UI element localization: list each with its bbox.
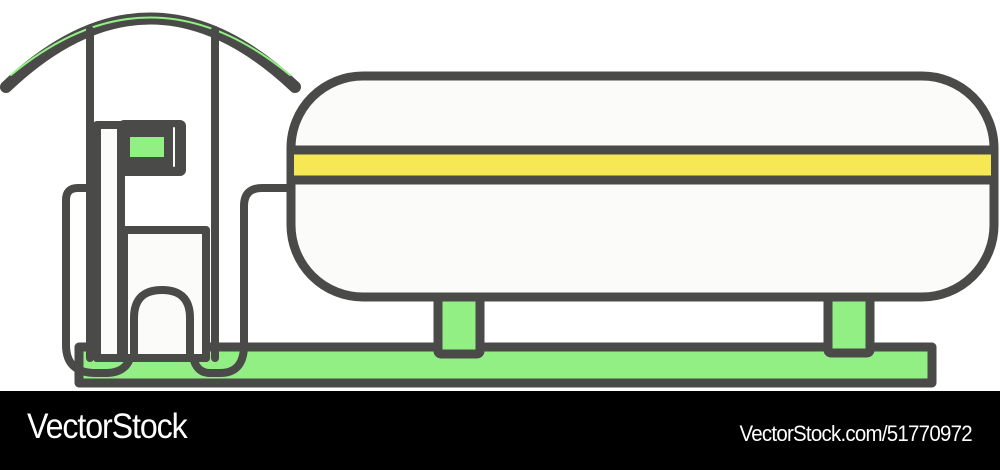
brand-logo-text: VectorStock bbox=[27, 407, 188, 446]
canopy-arc bbox=[0, 12, 301, 93]
watermark-footer: VectorStock VectorStock.com/51770972 bbox=[0, 391, 1000, 470]
stock-id-text: VectorStock.com/51770972 bbox=[739, 421, 973, 446]
fuel-pump-column bbox=[93, 121, 125, 362]
tank-support-right bbox=[823, 291, 875, 358]
hose-right bbox=[188, 184, 296, 377]
tank-support-left bbox=[433, 291, 485, 359]
pump-display bbox=[130, 137, 164, 157]
hose-left bbox=[62, 184, 136, 377]
tank-stripe bbox=[294, 152, 991, 178]
gas-station-tank-illustration bbox=[0, 12, 999, 388]
pump-nozzle-arch bbox=[130, 286, 194, 362]
storage-tank bbox=[286, 71, 999, 302]
